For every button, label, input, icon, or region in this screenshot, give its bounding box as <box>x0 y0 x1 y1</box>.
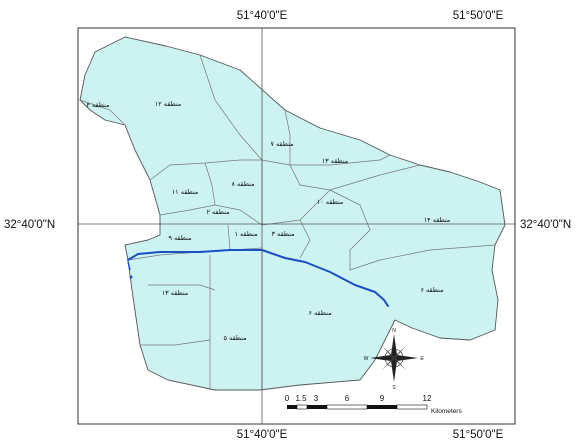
district-label: منطقه ۲ <box>206 208 229 216</box>
compass-point-n <box>391 334 397 358</box>
district-label: منطقه ۱ <box>234 230 257 238</box>
district-label: منطقه ۵ <box>223 334 246 342</box>
district-label: منطقه ۱۳ <box>322 157 349 165</box>
scale-tick-label: 6 <box>345 394 350 403</box>
compass-point-se <box>394 358 406 370</box>
compass-letter-e: E <box>420 356 424 362</box>
compass-point-nw <box>382 346 394 358</box>
scale-segment <box>307 405 327 409</box>
district-labels: منطقه ۴ منطقه ۱۲ منطقه ۷ منطقه ۱۳ منطقه … <box>86 100 450 342</box>
compass-point-s <box>391 358 397 382</box>
scale-segment <box>396 404 428 410</box>
scale-segment <box>296 404 308 410</box>
district-label: منطقه ۹ <box>168 234 191 242</box>
compass-point-ne <box>394 346 406 358</box>
bottom-right-longitude-label: 51°50'0"E <box>453 429 504 441</box>
district-label: منطقه ۱۳ <box>162 289 189 297</box>
compass-letter-s: S <box>392 385 396 391</box>
north-arrow: N S E W <box>364 328 425 391</box>
scale-tick-label: 3 <box>314 394 319 403</box>
compass-point-sw <box>382 358 394 370</box>
compass-point-w <box>370 355 394 361</box>
district-label: منطقه ۷ <box>270 140 293 148</box>
compass-letter-n: N <box>392 328 396 334</box>
district-label: منطقه ۱۰ <box>317 198 344 206</box>
river-segment <box>127 261 131 271</box>
left-latitude-label: 32°40'0"N <box>4 219 55 231</box>
top-right-longitude-label: 51°50'0"E <box>453 10 504 22</box>
district-label: منطقه ۱۲ <box>155 100 182 108</box>
scale-unit-label: Kilometers <box>431 408 462 415</box>
district-label: منطقه ۶ <box>420 286 443 294</box>
district-label: منطقه ۱۱ <box>172 188 199 196</box>
scale-segment <box>367 405 397 409</box>
scale-tick-label: 12 <box>423 394 432 403</box>
scale-bar: 0 1.5 3 6 9 12 Kilometers <box>285 394 463 415</box>
scale-segment <box>326 404 368 410</box>
river-dot <box>129 275 133 279</box>
right-latitude-label: 32°40'0"N <box>520 219 571 231</box>
scale-segment <box>287 405 297 409</box>
city-outline <box>79 36 506 391</box>
map-frame <box>77 27 516 425</box>
district-label: منطقه ۱۴ <box>424 216 451 224</box>
scale-tick-label: 0 <box>285 394 290 403</box>
district-label: منطقه ۳ <box>271 230 294 238</box>
scale-tick-label: 9 <box>380 394 385 403</box>
bottom-left-longitude-label: 51°40'0"E <box>237 429 288 441</box>
compass-letter-w: W <box>364 356 369 362</box>
district-label: منطقه ۴ <box>86 101 109 109</box>
district-label: منطقه ۸ <box>231 180 254 188</box>
graticule-lines <box>78 28 515 424</box>
top-left-longitude-label: 51°40'0"E <box>237 10 288 22</box>
compass-point-e <box>394 355 418 361</box>
scale-tick-label: 1.5 <box>295 394 307 403</box>
river <box>127 249 389 307</box>
district-label: منطقه ۶ <box>308 309 331 317</box>
